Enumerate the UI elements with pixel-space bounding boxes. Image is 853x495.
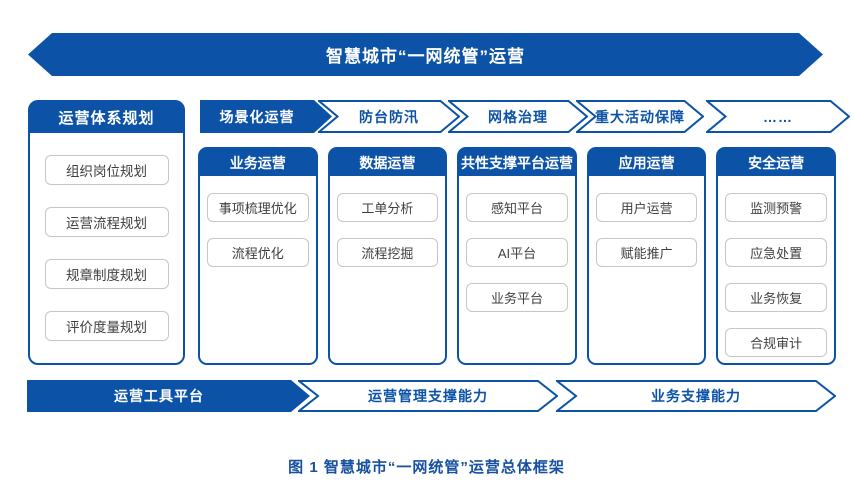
column-item-list: 事项梳理优化 流程优化 (200, 176, 316, 363)
bottom-arrow: 运营管理支撑能力 (298, 380, 558, 412)
chevron-arrow-shape (556, 380, 836, 412)
scenario-arrow: 网格治理 (448, 100, 588, 133)
scenario-arrow: 重大活动保障 (576, 100, 704, 133)
list-item: 流程挖掘 (336, 238, 439, 267)
scenario-arrow-label: 网格治理 (488, 108, 548, 125)
scenario-arrow-more: …… (706, 100, 850, 133)
bottom-arrow: 业务支撑能力 (556, 380, 836, 412)
list-item: 应急处置 (725, 238, 828, 267)
column-item-list: 监测预警 应急处置 业务恢复 合规审计 (718, 176, 834, 363)
list-item: 用户运营 (595, 193, 698, 222)
column-header: 安全运营 (718, 149, 834, 176)
panel-item-list: 组织岗位规划 运营流程规划 规章制度规划 评价度量规划 (30, 133, 183, 363)
column-header: 业务运营 (200, 149, 316, 176)
list-item: 合规审计 (725, 328, 828, 357)
column-header: 数据运营 (329, 149, 446, 176)
chevron-arrow-shape (576, 100, 704, 133)
scenario-arrow: 防台防汛 (318, 100, 460, 133)
column-data-operation: 数据运营 工单分析 流程挖掘 (327, 147, 448, 365)
chevron-arrow-shape (448, 100, 588, 133)
column-item-list: 用户运营 赋能推广 (589, 176, 705, 363)
list-item: 事项梳理优化 (206, 193, 309, 222)
column-header: 共性支撑平台运营 (459, 149, 575, 176)
panel-header: 运营体系规划 (30, 102, 183, 133)
list-item: 业务恢复 (725, 283, 828, 312)
list-item: 监测预警 (725, 193, 828, 222)
list-item: 组织岗位规划 (44, 155, 169, 185)
list-item: 流程优化 (206, 238, 309, 267)
scenario-arrow-label: …… (763, 108, 793, 125)
bottom-lead-arrow: 运营工具平台 (27, 380, 310, 412)
list-item: AI平台 (466, 238, 568, 267)
list-item: 业务平台 (466, 283, 568, 312)
bottom-lead-label: 运营工具平台 (114, 388, 204, 404)
scenario-arrow-label: 重大活动保障 (595, 108, 685, 125)
column-item-list: 工单分析 流程挖掘 (330, 176, 446, 363)
column-common-platform-operation: 共性支撑平台运营 感知平台 AI平台 业务平台 (457, 147, 577, 365)
column-security-operation: 安全运营 监测预警 应急处置 业务恢复 合规审计 (716, 147, 836, 365)
column-application-operation: 应用运营 用户运营 赋能推广 (586, 147, 707, 365)
diagram-title: 智慧城市“一网统管”运营 (326, 47, 525, 66)
column-business-operation: 业务运营 事项梳理优化 流程优化 (198, 147, 318, 365)
scenario-lead-arrow: 场景化运营 (200, 100, 332, 133)
bottom-arrow-label: 运营管理支撑能力 (368, 388, 488, 404)
figure-caption: 图 1 智慧城市“一网统管”运营总体框架 (288, 459, 565, 476)
column-item-list: 感知平台 AI平台 业务平台 (459, 176, 575, 363)
title-banner: 智慧城市“一网统管”运营 (28, 33, 823, 76)
chevron-arrow-shape (706, 100, 850, 133)
scenario-lead-label: 场景化运营 (219, 108, 295, 125)
list-item: 运营流程规划 (44, 207, 169, 237)
panel-operation-system-planning: 运营体系规划 组织岗位规划 运营流程规划 规章制度规划 评价度量规划 (28, 100, 185, 365)
list-item: 规章制度规划 (44, 259, 169, 289)
list-item: 感知平台 (466, 193, 568, 222)
bottom-arrow-label: 业务支撑能力 (651, 388, 741, 404)
list-item: 工单分析 (336, 193, 439, 222)
chevron-arrow-shape (318, 100, 460, 133)
chevron-arrow-shape (298, 380, 558, 412)
operation-columns: 业务运营 事项梳理优化 流程优化 数据运营 工单分析 流程挖掘 共性支撑平台运营… (198, 147, 836, 365)
list-item: 赋能推广 (595, 238, 698, 267)
scenario-arrow-label: 防台防汛 (359, 108, 419, 125)
list-item: 评价度量规划 (44, 311, 169, 341)
column-header: 应用运营 (588, 149, 705, 176)
